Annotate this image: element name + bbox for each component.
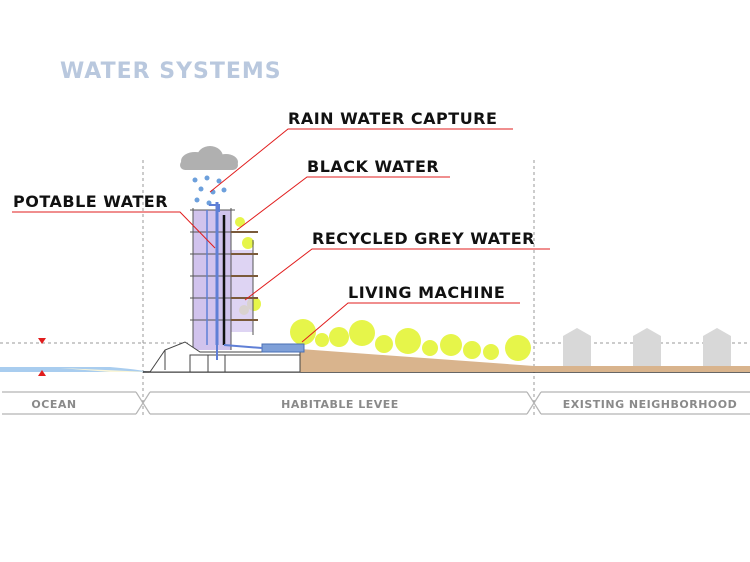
rain-cloud-icon [180,146,238,170]
rain-drops-icon [192,175,227,206]
ocean-water [0,367,150,372]
zone-label-habitable-levee: HABITABLE LEVEE [281,398,399,411]
zone-label-ocean: OCEAN [31,398,76,411]
living-machine-leader [301,302,520,343]
tower-building [190,202,258,350]
zone-bracket-bar [2,391,750,415]
recycled-grey-water-leader [244,248,550,301]
living-machine-vegetation [235,217,531,361]
potable-water-leader [12,211,216,249]
existing-houses [563,328,731,366]
tower-podium [149,341,305,373]
zone-label-existing-neighborhood: EXISTING NEIGHBORHOOD [563,398,737,411]
high-tide-marker-icon [38,338,46,344]
black-water-label: BLACK WATER [307,157,439,176]
recycled-grey-water-label: RECYCLED GREY WATER [312,229,535,248]
living-machine-tank [261,343,305,353]
diagram-title: WATER SYSTEMS [60,59,282,84]
low-tide-marker-icon [38,370,46,376]
living-machine-label: LIVING MACHINE [348,283,505,302]
rain-water-capture-label: RAIN WATER CAPTURE [288,109,497,128]
black-water-leader [236,176,450,231]
rain-water-capture-leader [209,128,513,193]
potable-water-label: POTABLE WATER [13,192,168,211]
levee-soil [300,349,750,372]
